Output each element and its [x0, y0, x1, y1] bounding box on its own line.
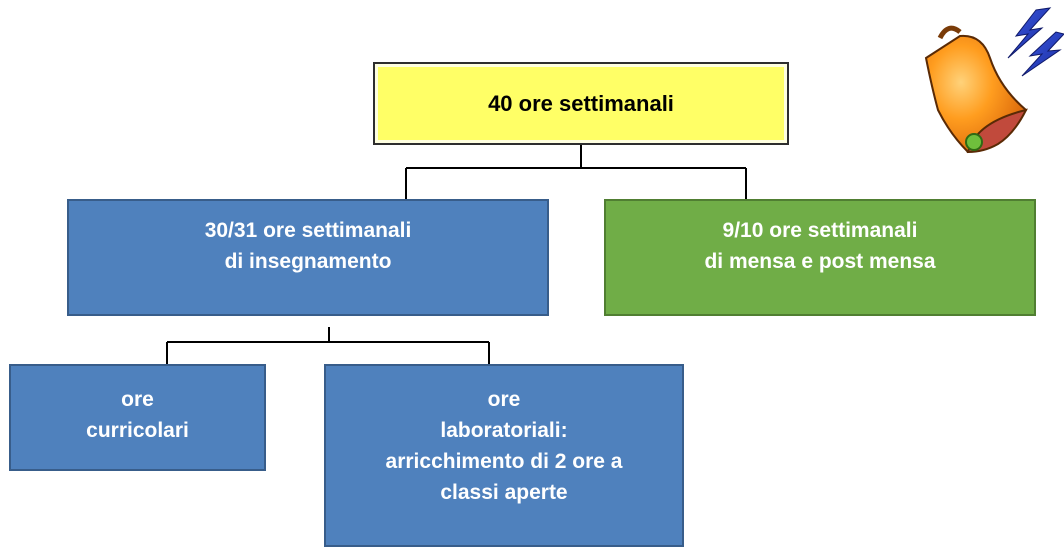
node-teaching-hours: 30/31 ore settimanali di insegnamento	[67, 199, 549, 316]
node-mensa-hours: 9/10 ore settimanali di mensa e post men…	[604, 199, 1036, 316]
node-mensa-line-1: 9/10 ore settimanali	[722, 219, 918, 242]
node-total-hours-line: 40 ore settimanali	[488, 91, 674, 116]
node-curricular-line-2: curricolari	[86, 419, 189, 442]
node-lab-line-1: ore	[487, 388, 521, 411]
node-lab-hours: ore laboratoriali: arricchimento di 2 or…	[324, 364, 684, 547]
node-lab-line-3: arricchimento di 2 ore a	[385, 450, 623, 473]
node-teaching-line-2: di insegnamento	[224, 250, 392, 273]
node-mensa-line-2: di mensa e post mensa	[704, 250, 936, 273]
lightning-icon	[1007, 7, 1064, 77]
node-curricular-line-1: ore	[121, 388, 154, 411]
node-lab-line-4: classi aperte	[440, 481, 568, 504]
bell-icon	[924, 7, 1064, 154]
node-teaching-line-1: 30/31 ore settimanali	[204, 219, 412, 242]
node-curricular-hours: ore curricolari	[9, 364, 266, 471]
node-lab-line-2: laboratoriali:	[440, 419, 568, 442]
node-total-hours: 40 ore settimanali	[373, 62, 789, 145]
